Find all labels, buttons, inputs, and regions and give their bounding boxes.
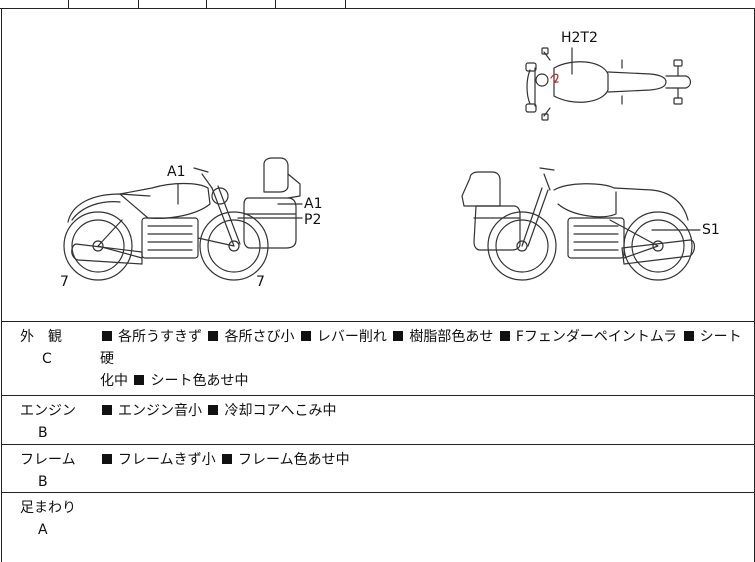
category-notes: フレームきず小 フレーム色あせ中 — [100, 449, 750, 471]
bullet-square-icon — [683, 331, 694, 341]
category-grade: C — [42, 351, 52, 367]
rear-wheel-label: 7 — [256, 274, 265, 290]
bullet-square-icon — [222, 454, 233, 464]
bullet-square-icon — [102, 331, 112, 341]
note-item: Fフェンダーペイントムラ — [515, 329, 678, 345]
note-item: シート色あせ中 — [150, 373, 249, 389]
bullet-square-icon — [499, 331, 510, 341]
bullet-square-icon — [208, 405, 219, 415]
condition-engine: エンジン B エンジン音小 冷却コアへこみ中 — [1, 395, 755, 445]
bullet-square-icon — [300, 331, 311, 341]
motorcycle-diagram-svg — [63, 47, 701, 281]
condition-frame: フレーム B フレームきず小 フレーム色あせ中 — [1, 444, 755, 493]
front-wheel-label: 7 — [60, 274, 69, 290]
category-notes: 各所うすきず 各所さび小 レバー削れ 樹脂部色あせ Fフェンダーペイントムラ シ… — [100, 326, 750, 392]
note-item: 冷却コアへこみ中 — [224, 403, 337, 419]
wheel-damage-label: S1 — [702, 222, 720, 238]
category-grade: B — [38, 474, 48, 490]
top-view-label: H2T2 — [561, 30, 598, 46]
bullet-square-icon — [393, 331, 404, 341]
note-item: レバー削れ — [316, 329, 387, 345]
note-item: シート硬 — [100, 329, 742, 367]
category-name: 足まわり — [20, 500, 76, 516]
note-item: 各所さび小 — [224, 329, 295, 345]
motorcycle-top-view — [525, 47, 692, 121]
bullet-square-icon — [208, 331, 219, 341]
case-damage-label: A1 — [304, 196, 323, 212]
note-item: フレームきず小 — [118, 452, 216, 468]
case-damage-label-2: P2 — [304, 212, 322, 228]
category-notes: エンジン音小 冷却コアへこみ中 — [100, 400, 750, 422]
note-item: 各所うすきず — [118, 329, 202, 345]
category-name: フレーム — [20, 452, 76, 468]
damage-mark — [550, 73, 559, 84]
bullet-square-icon — [134, 375, 145, 385]
motorcycle-right-view — [461, 167, 701, 281]
note-item: 樹脂部色あせ — [409, 329, 494, 345]
note-item: フレーム色あせ中 — [238, 452, 350, 468]
bullet-square-icon — [102, 454, 112, 464]
bullet-square-icon — [102, 405, 112, 415]
damage-diagram: H2T2 A1 A1 P2 7 7 S1 — [1, 8, 755, 321]
category-name: エンジン — [20, 403, 76, 419]
note-item: エンジン音小 — [118, 403, 202, 419]
motorcycle-left-view — [63, 157, 303, 281]
category-name: 外 観 — [20, 329, 62, 345]
note-item: 化中 — [100, 373, 128, 389]
tank-damage-label: A1 — [167, 164, 186, 180]
previous-table-row — [0, 0, 755, 9]
category-grade: B — [38, 425, 48, 441]
category-grade: A — [38, 522, 48, 538]
condition-exterior: 外 観 C 各所うすきず 各所さび小 レバー削れ 樹脂部色あせ Fフェンダーペイ… — [1, 321, 755, 395]
condition-suspension: 足まわり A — [1, 492, 755, 562]
